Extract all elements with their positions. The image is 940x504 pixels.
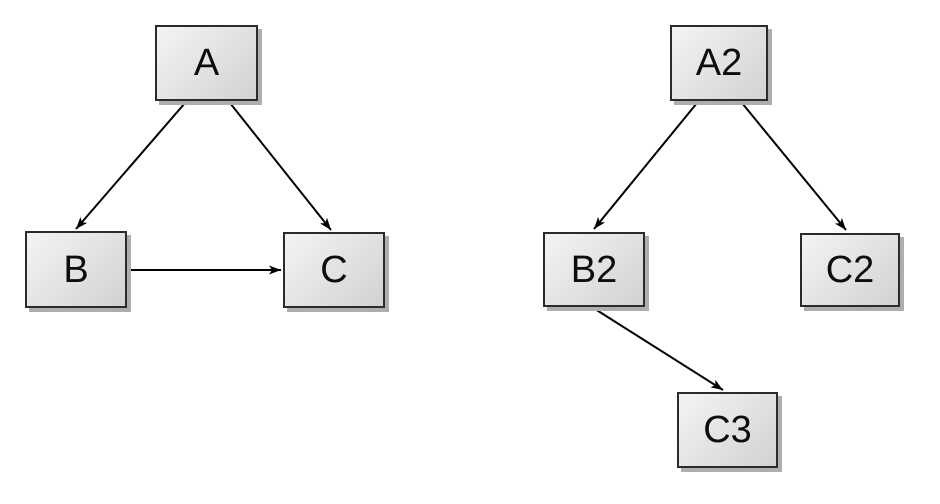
node-C[interactable]: C bbox=[283, 232, 385, 308]
edge-B2-C3[interactable] bbox=[594, 308, 724, 391]
node-C2[interactable]: C2 bbox=[800, 233, 900, 307]
edge-A2-B2[interactable] bbox=[593, 102, 698, 230]
node-B2[interactable]: B2 bbox=[543, 232, 645, 307]
edge-A2-C2[interactable] bbox=[741, 102, 847, 231]
node-label: C bbox=[320, 249, 348, 291]
edge-A-C[interactable] bbox=[229, 102, 332, 231]
node-label: B2 bbox=[570, 248, 618, 291]
node-B[interactable]: B bbox=[25, 231, 127, 308]
node-label: A2 bbox=[695, 42, 743, 84]
node-label: B bbox=[63, 248, 89, 291]
node-A2[interactable]: A2 bbox=[670, 25, 768, 101]
node-label: C3 bbox=[703, 409, 752, 451]
node-C3[interactable]: C3 bbox=[677, 392, 778, 468]
node-label: A bbox=[193, 42, 220, 84]
node-A[interactable]: A bbox=[155, 25, 258, 101]
node-label: C2 bbox=[825, 249, 875, 291]
edge-A-B[interactable] bbox=[75, 102, 186, 230]
